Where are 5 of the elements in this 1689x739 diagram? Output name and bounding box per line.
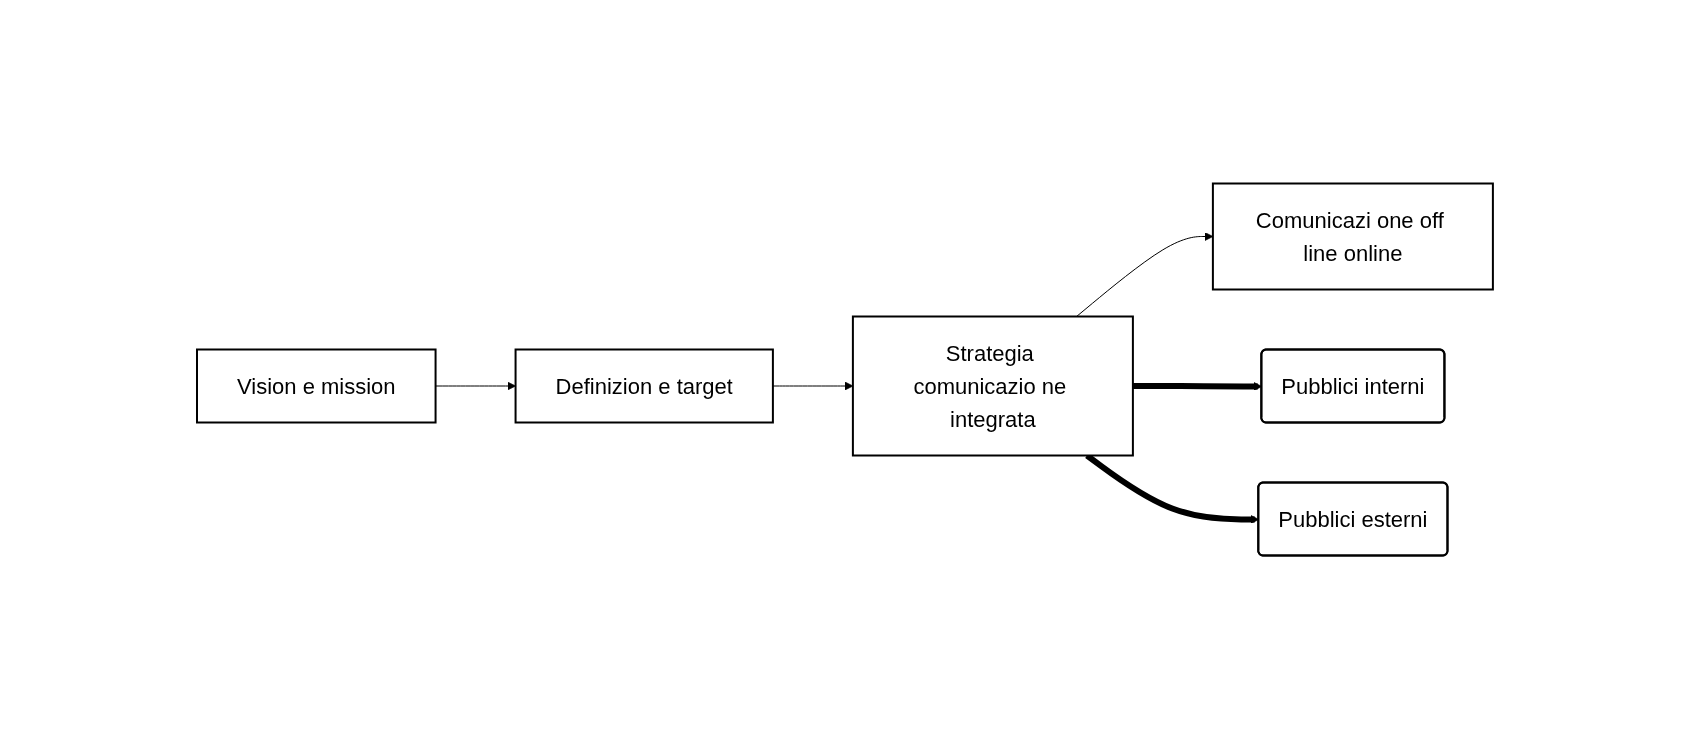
node-box: Comunicazi one off line online xyxy=(1211,182,1494,291)
node-box: Definizion e target xyxy=(514,348,774,424)
arrow xyxy=(1075,232,1213,317)
node-box: Vision e mission xyxy=(195,348,437,424)
node-box: Strategia comunicazio ne integrata xyxy=(851,315,1134,457)
